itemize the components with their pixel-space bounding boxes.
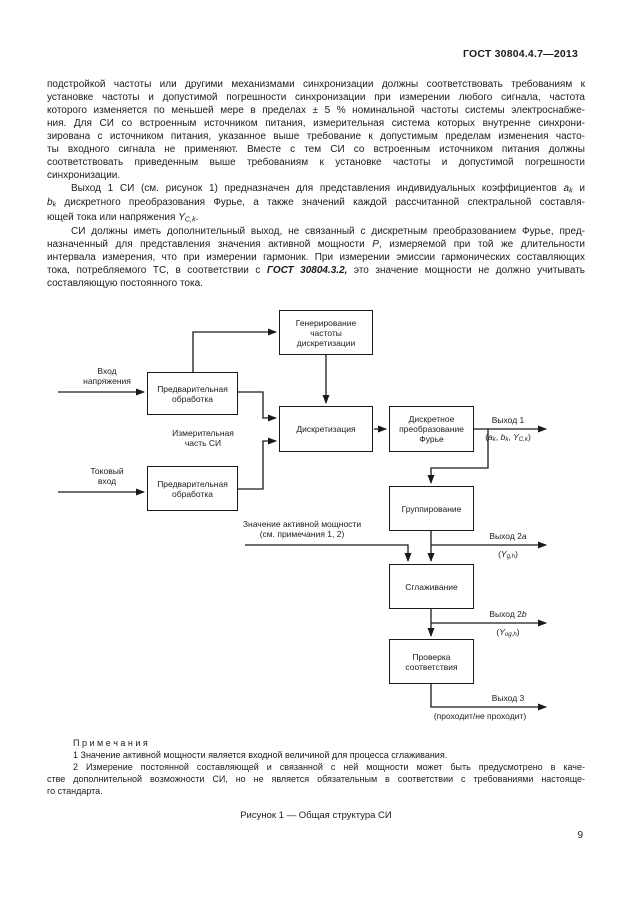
text-line: ющей тока или напряжения YC,k. (47, 211, 199, 223)
label-output-2a: Выход 2a (489, 531, 527, 541)
paragraph-sync-requirements: подстройкой частоты или другими механизм… (47, 78, 585, 182)
text-line: 2 Измерение постоянной составляющей и св… (73, 762, 585, 772)
text-line: ты входного сигнала не применяют. Вместе… (47, 144, 585, 155)
arrow-pre1-to-sampling (238, 391, 277, 422)
formula-output-2a: (Yg,h) (498, 549, 518, 561)
text-line: зирована с источником питания, указанное… (47, 131, 585, 142)
standard-number-header: ГОСТ 30804.4.7—2013 (462, 48, 578, 60)
page-number: 9 (577, 830, 583, 841)
arrow-power-to-smoothing (245, 544, 412, 562)
figure-1-block-diagram: Генерирование частоты дискретизации Пред… (0, 300, 630, 740)
arrow-dft-to-grouping (427, 429, 489, 484)
box-compliance-check: Проверка соответствия (389, 639, 474, 684)
text-line: составляющую постоянного тока. (47, 277, 203, 289)
text-line: bk дискретного преобразования Фурье, а т… (47, 197, 585, 209)
notes-body: 1 Значение активной мощности является вх… (47, 749, 585, 797)
label-voltage-input: Вход напряжения (83, 366, 131, 386)
text-line: назначенный для представления значения а… (47, 238, 585, 250)
box-grouping: Группирование (389, 486, 474, 531)
box-preprocessing-voltage: Предварительная обработка (147, 372, 238, 415)
notes-heading: П р и м е ч а н и я (73, 738, 148, 748)
text-line: соответствовать приведенным выше требова… (47, 157, 585, 168)
text-line: стве дополнительной возможности СИ, но н… (47, 774, 585, 784)
label-output-3: Выход 3 (491, 693, 525, 703)
body-text: подстройкой частоты или другими механизм… (47, 78, 585, 290)
text-line: СИ должны иметь дополнительный выход, не… (71, 225, 585, 237)
notes-section: П р и м е ч а н и я 1 Значение активной … (47, 737, 585, 797)
label-output-2b: Выход 2b (489, 609, 527, 619)
text-line: синхронизации. (47, 170, 121, 181)
box-preprocessing-current: Предварительная обработка (147, 466, 238, 511)
paragraph-output1-description: Выход 1 СИ (см. рисунок 1) предназначен … (47, 182, 585, 225)
label-current-input: Токовый вход (90, 466, 124, 486)
formula-output-2b: (Yog,h) (496, 627, 520, 639)
formula-output-1: (ak, bk, YC,k) (485, 432, 531, 444)
text-line: которого изменяется по меньшей мере в пр… (47, 105, 585, 116)
arrow-pre2-to-sampling (238, 437, 277, 490)
text-line: ния. Для СИ со встроенным источником пит… (47, 118, 585, 129)
text-line: го стандарта. (47, 786, 103, 796)
paragraph-additional-output: СИ должны иметь дополнительный выход, не… (47, 225, 585, 290)
box-smoothing: Сглаживание (389, 564, 474, 609)
text-line: подстройкой частоты или другими механизм… (47, 79, 585, 90)
label-measuring-part: Измерительная часть СИ (172, 428, 234, 448)
box-sampling-rate-generation: Генерирование частоты дискретизации (279, 310, 373, 355)
text-line: Выход 1 СИ (см. рисунок 1) предназначен … (71, 183, 585, 195)
box-dft: Дискретное преобразование Фурье (389, 406, 474, 452)
text-line: 1 Значение активной мощности является вх… (73, 750, 448, 760)
text-line: тока, потребляемого ТС, в соответствии с… (47, 264, 585, 276)
text-line: интервала измерения, что при измерении г… (47, 251, 585, 263)
figure-caption: Рисунок 1 — Общая структура СИ (240, 810, 392, 821)
label-active-power-value: Значение активной мощности (см. примечан… (242, 519, 362, 539)
diagram-connectors (58, 328, 547, 711)
arrow-output-3 (430, 684, 547, 711)
label-output-1: Выход 1 (491, 415, 525, 425)
formula-output-3: (проходит/не проходит) (433, 711, 527, 721)
text-line: установке частоты и допустимой погрешнос… (47, 92, 585, 103)
box-sampling: Дискретизация (279, 406, 373, 452)
arrow-pre1-to-generator (192, 328, 277, 372)
